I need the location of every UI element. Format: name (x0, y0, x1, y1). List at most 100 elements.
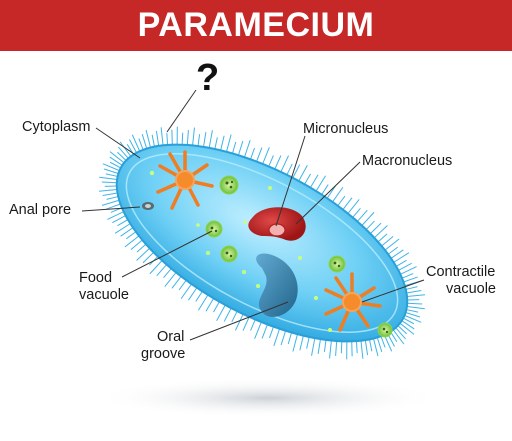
cilium (392, 329, 405, 345)
cilium (178, 279, 187, 291)
food-vacuole (328, 255, 346, 273)
cilium (106, 196, 119, 200)
cilium (188, 287, 198, 301)
micronucleus (268, 223, 286, 237)
cilium (407, 299, 420, 301)
cilium (142, 251, 154, 264)
cilium (373, 225, 388, 239)
cilium (309, 174, 319, 188)
cilium (346, 341, 348, 360)
label-contractile-vacuole-line2: vacuole (446, 281, 496, 297)
cilium (256, 147, 263, 162)
cilium (311, 337, 316, 356)
cilium (104, 185, 117, 187)
cilium (141, 134, 148, 149)
cilium (101, 181, 117, 184)
page-title: PARAMECIUM (137, 6, 375, 44)
cilium (287, 332, 293, 345)
cilium (180, 283, 192, 300)
cilium (357, 209, 368, 222)
cilium (220, 135, 225, 151)
cilium (407, 302, 423, 305)
cilium (376, 337, 383, 352)
label-anal-pore: Anal pore (9, 202, 72, 218)
cytoplasm-inner (125, 153, 399, 333)
cilium (323, 339, 327, 352)
label-macronucleus: Macronucleus (362, 153, 453, 169)
cilium (360, 340, 364, 359)
granules (149, 170, 332, 332)
cilium (163, 268, 172, 279)
cilium (317, 338, 321, 354)
label-food-vacuole-line1: Food (79, 270, 113, 286)
food-vacuole (220, 245, 238, 263)
cilium (114, 223, 131, 234)
cilium (377, 233, 388, 243)
cilium (242, 316, 250, 331)
cilium (335, 340, 338, 356)
contractile-vacuole-bottom (324, 272, 382, 332)
cilium (262, 147, 270, 165)
cilium (298, 164, 308, 182)
cilium (390, 249, 404, 259)
cilium (99, 188, 118, 192)
leader-line-contractile-vacuole (361, 279, 425, 303)
cilium (205, 298, 215, 312)
cilium (405, 312, 421, 318)
cilium (235, 313, 244, 331)
cilium (101, 199, 120, 206)
cilium (395, 259, 407, 267)
cilium (136, 247, 151, 261)
cilium (364, 340, 369, 356)
question-mark: ? (196, 57, 220, 99)
cilium (231, 141, 237, 154)
cilium (117, 219, 129, 227)
cilium (355, 341, 358, 354)
label-oral-groove-line2: groove (141, 346, 186, 362)
cilium (351, 341, 353, 357)
cilium (404, 314, 422, 323)
cilium (299, 335, 304, 351)
label-contractile-vacuole-line1: Contractile (426, 264, 496, 280)
cilium (192, 127, 195, 146)
cilium (361, 211, 375, 226)
cilium (151, 134, 155, 147)
cilium (243, 140, 251, 158)
cilium (198, 294, 209, 311)
cilium (315, 175, 326, 192)
cilium (118, 146, 129, 159)
cilium (250, 147, 256, 160)
cilium (273, 328, 281, 346)
cilium (145, 129, 151, 148)
cilium (369, 339, 373, 352)
cilium (274, 155, 282, 170)
cilium (130, 239, 143, 250)
cilium (332, 186, 344, 203)
cilium (326, 185, 336, 199)
cilium (250, 319, 256, 331)
cilium (171, 129, 173, 145)
cilium (406, 309, 419, 313)
cilium (365, 220, 375, 230)
cilium (197, 134, 201, 147)
cilia (99, 126, 425, 360)
cilium (340, 341, 343, 354)
cilium (292, 164, 301, 179)
food-vacuole (219, 175, 239, 195)
cilium (124, 235, 140, 248)
cilium (401, 273, 414, 279)
cilium (384, 238, 400, 251)
cilium (223, 307, 232, 322)
label-cytoplasm: Cytoplasm (22, 119, 91, 135)
cilium (280, 330, 287, 346)
anal-pore (142, 202, 154, 210)
cilium (105, 173, 118, 177)
cilium (208, 130, 213, 149)
cilium (400, 266, 417, 275)
cilium (395, 327, 406, 340)
cilium (347, 199, 360, 214)
label-micronucleus: Micronucleus (303, 121, 389, 137)
ground-shadow (93, 378, 443, 418)
cilium (171, 276, 182, 289)
cilium (117, 151, 127, 161)
